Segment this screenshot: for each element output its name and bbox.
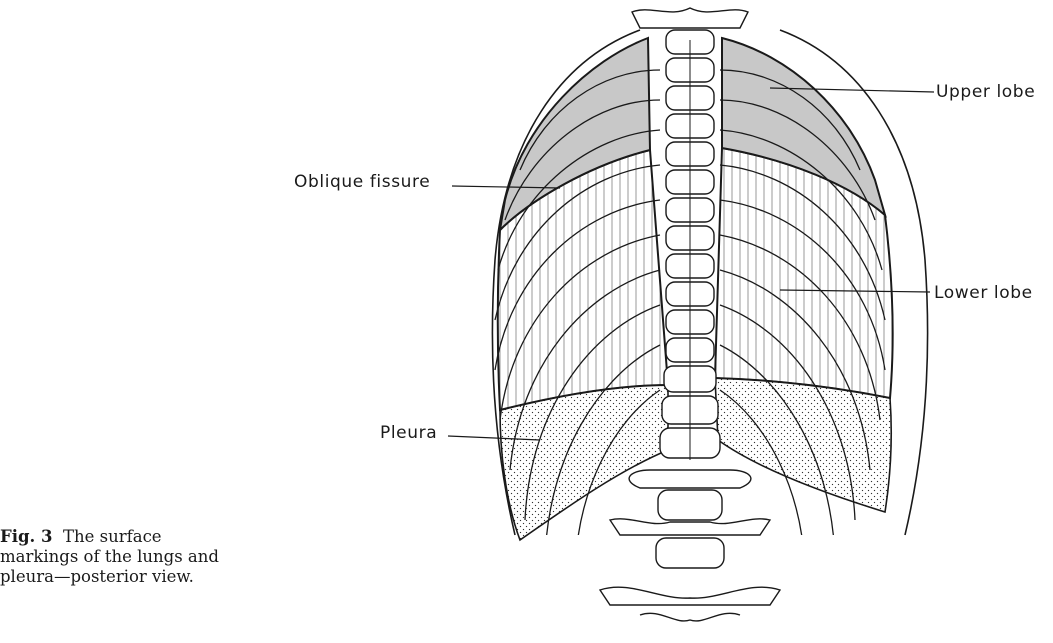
label-lower-lobe: Lower lobe xyxy=(934,283,1033,303)
vertebral-column xyxy=(598,7,782,622)
upper-lobe-leader xyxy=(769,87,935,93)
figure-caption: Fig. 3 The surface markings of the lungs… xyxy=(0,527,225,587)
oblique-fissure-leader xyxy=(451,185,561,189)
figure-number: Fig. 3 xyxy=(0,527,53,546)
label-upper-lobe: Upper lobe xyxy=(936,82,1035,102)
pleura-leader xyxy=(447,435,541,441)
pleura-region xyxy=(499,377,892,542)
ribs xyxy=(494,69,886,535)
thorax-outline xyxy=(491,29,929,536)
lower-lobe-leader xyxy=(779,289,931,293)
caption-text: The surface markings of the lungs and pl… xyxy=(0,527,219,586)
label-pleura: Pleura xyxy=(380,423,437,443)
lower-lobe-region xyxy=(496,146,894,412)
label-oblique-fissure: Oblique fissure xyxy=(294,172,430,192)
